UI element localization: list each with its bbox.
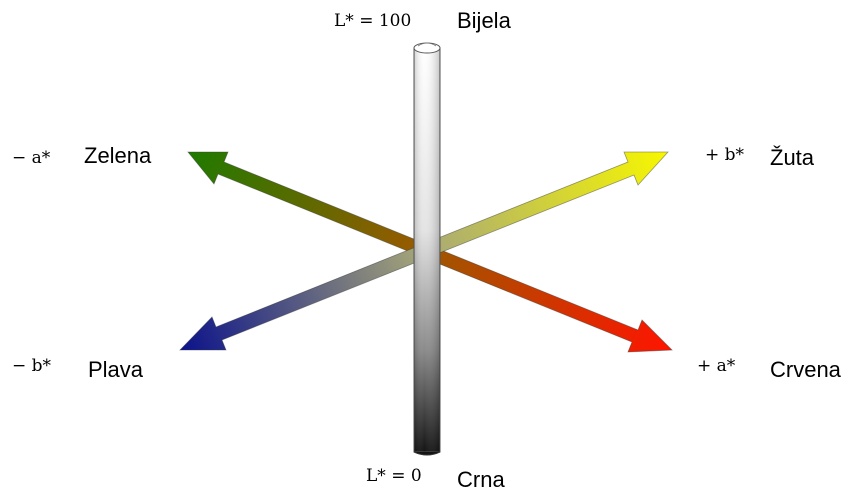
pos-a-name: Crvena bbox=[770, 357, 841, 382]
neg-b-symbol: − b* bbox=[12, 356, 52, 376]
neg-a-symbol: − a* bbox=[12, 148, 51, 168]
lightness-cylinder bbox=[413, 42, 441, 456]
neg-b-name: Plava bbox=[88, 357, 144, 382]
l-max-symbol: L* = 100 bbox=[334, 11, 412, 31]
pos-b-name: Žuta bbox=[770, 145, 815, 170]
pos-a-symbol: + a* bbox=[697, 356, 736, 376]
pos-b-symbol: + b* bbox=[705, 145, 745, 165]
l-min-name: Crna bbox=[457, 467, 505, 492]
l-min-symbol: L* = 0 bbox=[366, 466, 422, 486]
l-max-name: Bijela bbox=[457, 8, 511, 33]
neg-a-name: Zelena bbox=[84, 143, 152, 168]
